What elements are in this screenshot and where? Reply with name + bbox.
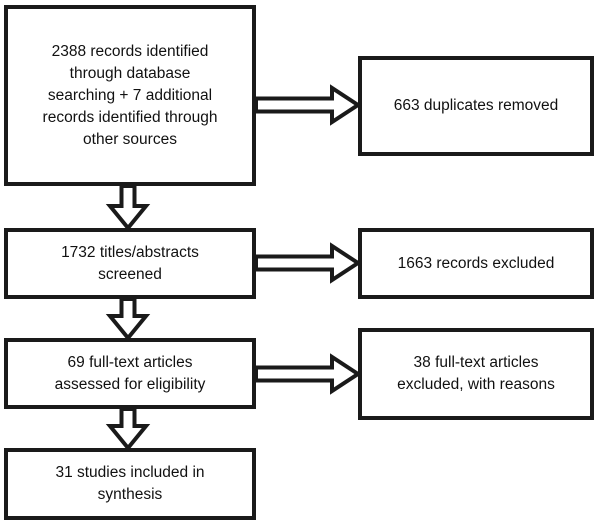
flow-node-included: 31 studies included in synthesis bbox=[4, 448, 256, 520]
arrow-glyph bbox=[105, 297, 151, 342]
flow-node-duplicates-removed: 663 duplicates removed bbox=[358, 56, 594, 156]
flow-node-label: 69 full-text articles assessed for eligi… bbox=[54, 353, 206, 393]
flow-arrow-eligibility-to-fulltext-excluded bbox=[254, 353, 362, 395]
arrow-glyph bbox=[254, 353, 362, 395]
flow-node-records-excluded: 1663 records excluded bbox=[358, 228, 594, 299]
flow-node-label: 663 duplicates removed bbox=[393, 97, 559, 114]
flow-node-label: 2388 records identified through database… bbox=[42, 42, 218, 148]
flow-arrow-screened-to-eligibility bbox=[105, 297, 151, 342]
flow-node-label: 1732 titles/abstracts screened bbox=[61, 243, 199, 283]
arrow-glyph bbox=[254, 242, 362, 284]
arrow-glyph bbox=[105, 184, 151, 232]
flow-arrow-identification-to-screened bbox=[105, 184, 151, 232]
arrow-glyph bbox=[105, 407, 151, 452]
flow-node-identification: 2388 records identified through database… bbox=[4, 5, 256, 186]
flow-arrow-screened-to-records-excluded bbox=[254, 242, 362, 284]
flow-arrow-identification-to-duplicates bbox=[254, 84, 362, 126]
flow-node-eligibility: 69 full-text articles assessed for eligi… bbox=[4, 338, 256, 409]
flow-node-fulltext-excluded: 38 full-text articles excluded, with rea… bbox=[358, 328, 594, 420]
flow-arrow-eligibility-to-included bbox=[105, 407, 151, 452]
flow-node-label: 1663 records excluded bbox=[397, 254, 555, 272]
arrow-glyph bbox=[254, 84, 362, 126]
flow-node-screened: 1732 titles/abstracts screened bbox=[4, 228, 256, 299]
flow-node-label: 31 studies included in synthesis bbox=[55, 464, 205, 503]
flow-node-label: 38 full-text articles excluded, with rea… bbox=[397, 354, 555, 393]
